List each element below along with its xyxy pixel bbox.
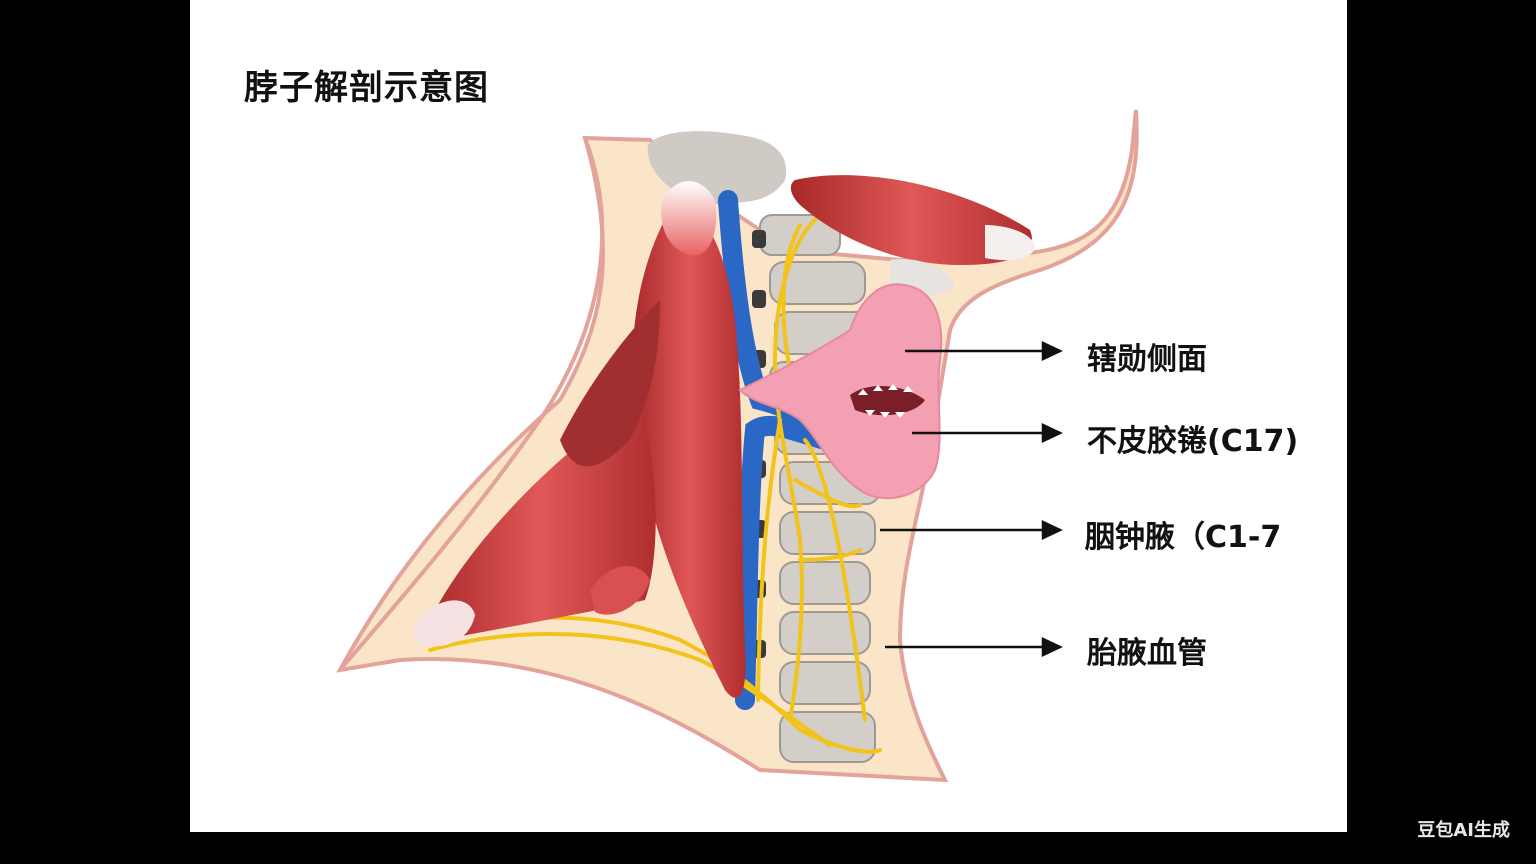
scalene-muscle: [590, 566, 650, 615]
posterior-neck-muscle: [560, 300, 660, 467]
ai-watermark: 豆包AI生成: [1417, 820, 1510, 841]
sternocleidomastoid-muscle: [632, 208, 746, 698]
throat-teeth: [858, 384, 913, 418]
label-3: 胭钟腋（C1-7: [1085, 520, 1282, 555]
back-outline: [338, 137, 605, 672]
label-4: 胎腋血管: [1087, 636, 1207, 671]
upper-jaw-muscle: [790, 175, 1032, 265]
label-1: 辖勋侧面: [1087, 342, 1207, 377]
trapezius-tendon: [413, 600, 475, 647]
label-2: 不皮胶锩(C17): [1087, 424, 1299, 459]
throat-opening: [850, 385, 925, 416]
upper-jaw-tendon: [985, 225, 1035, 261]
pharynx: [738, 283, 943, 500]
diagram-title: 脖子解剖示意图: [244, 68, 489, 108]
label-arrows: [880, 341, 1063, 657]
sternocleidomastoid-tendon: [661, 181, 717, 256]
